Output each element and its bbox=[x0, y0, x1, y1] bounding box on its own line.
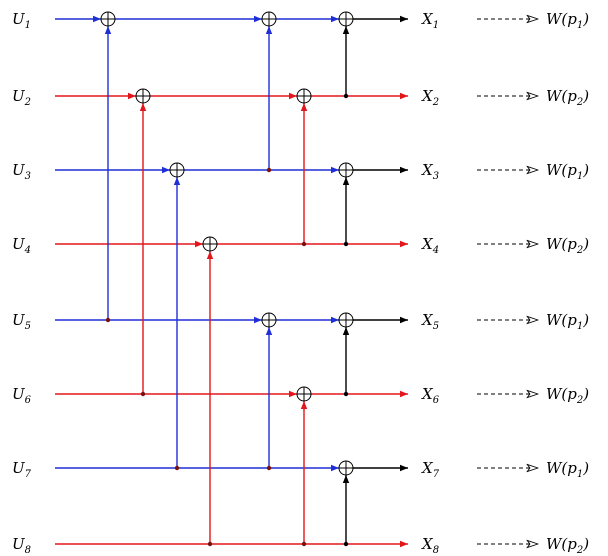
xor-gate bbox=[338, 162, 354, 178]
output-label: X1 bbox=[421, 10, 439, 31]
output-label: X6 bbox=[421, 385, 440, 406]
output-label: X5 bbox=[421, 311, 439, 332]
channel-label: W(p1) bbox=[546, 311, 589, 332]
channel-label: W(p2) bbox=[546, 235, 589, 256]
input-label: U1 bbox=[12, 10, 31, 31]
xor-gate bbox=[135, 88, 151, 104]
control-dot bbox=[343, 93, 349, 99]
input-label: U5 bbox=[12, 311, 31, 332]
xor-gate bbox=[100, 11, 116, 27]
input-label: U8 bbox=[12, 535, 31, 556]
output-label: X2 bbox=[421, 87, 439, 108]
control-dot bbox=[343, 541, 349, 547]
xor-gate bbox=[338, 11, 354, 27]
control-dot bbox=[343, 391, 349, 397]
xor-gate bbox=[202, 236, 218, 252]
input-label: U7 bbox=[12, 459, 32, 480]
channel-label: W(p1) bbox=[546, 161, 589, 182]
output-label: X4 bbox=[421, 235, 439, 256]
xor-gate bbox=[296, 88, 312, 104]
output-label: X8 bbox=[421, 535, 439, 556]
channel-label: W(p1) bbox=[546, 459, 589, 480]
xor-gate bbox=[261, 312, 277, 328]
output-label: X7 bbox=[421, 459, 440, 480]
channel-label: W(p2) bbox=[546, 87, 589, 108]
control-dot bbox=[266, 167, 272, 173]
control-dot bbox=[301, 241, 307, 247]
input-label: U3 bbox=[12, 161, 31, 182]
input-label: U6 bbox=[12, 385, 32, 406]
xor-gate bbox=[261, 11, 277, 27]
control-dot bbox=[266, 465, 272, 471]
xor-gate bbox=[169, 162, 185, 178]
control-dot bbox=[140, 391, 146, 397]
xor-gate bbox=[296, 386, 312, 402]
control-dot bbox=[174, 465, 180, 471]
signal-wires bbox=[55, 15, 408, 548]
control-dot bbox=[207, 541, 213, 547]
input-label: U2 bbox=[12, 87, 31, 108]
control-dot bbox=[105, 317, 111, 323]
xor-gate bbox=[338, 460, 354, 476]
control-dot bbox=[343, 241, 349, 247]
control-dot bbox=[301, 541, 307, 547]
xor-gate bbox=[338, 312, 354, 328]
output-label: X3 bbox=[421, 161, 439, 182]
input-label: U4 bbox=[12, 235, 31, 256]
channel-label: W(p1) bbox=[546, 10, 589, 31]
channel-label: W(p2) bbox=[546, 385, 589, 406]
xor-gates bbox=[100, 11, 354, 547]
channel-label: W(p2) bbox=[546, 535, 589, 556]
